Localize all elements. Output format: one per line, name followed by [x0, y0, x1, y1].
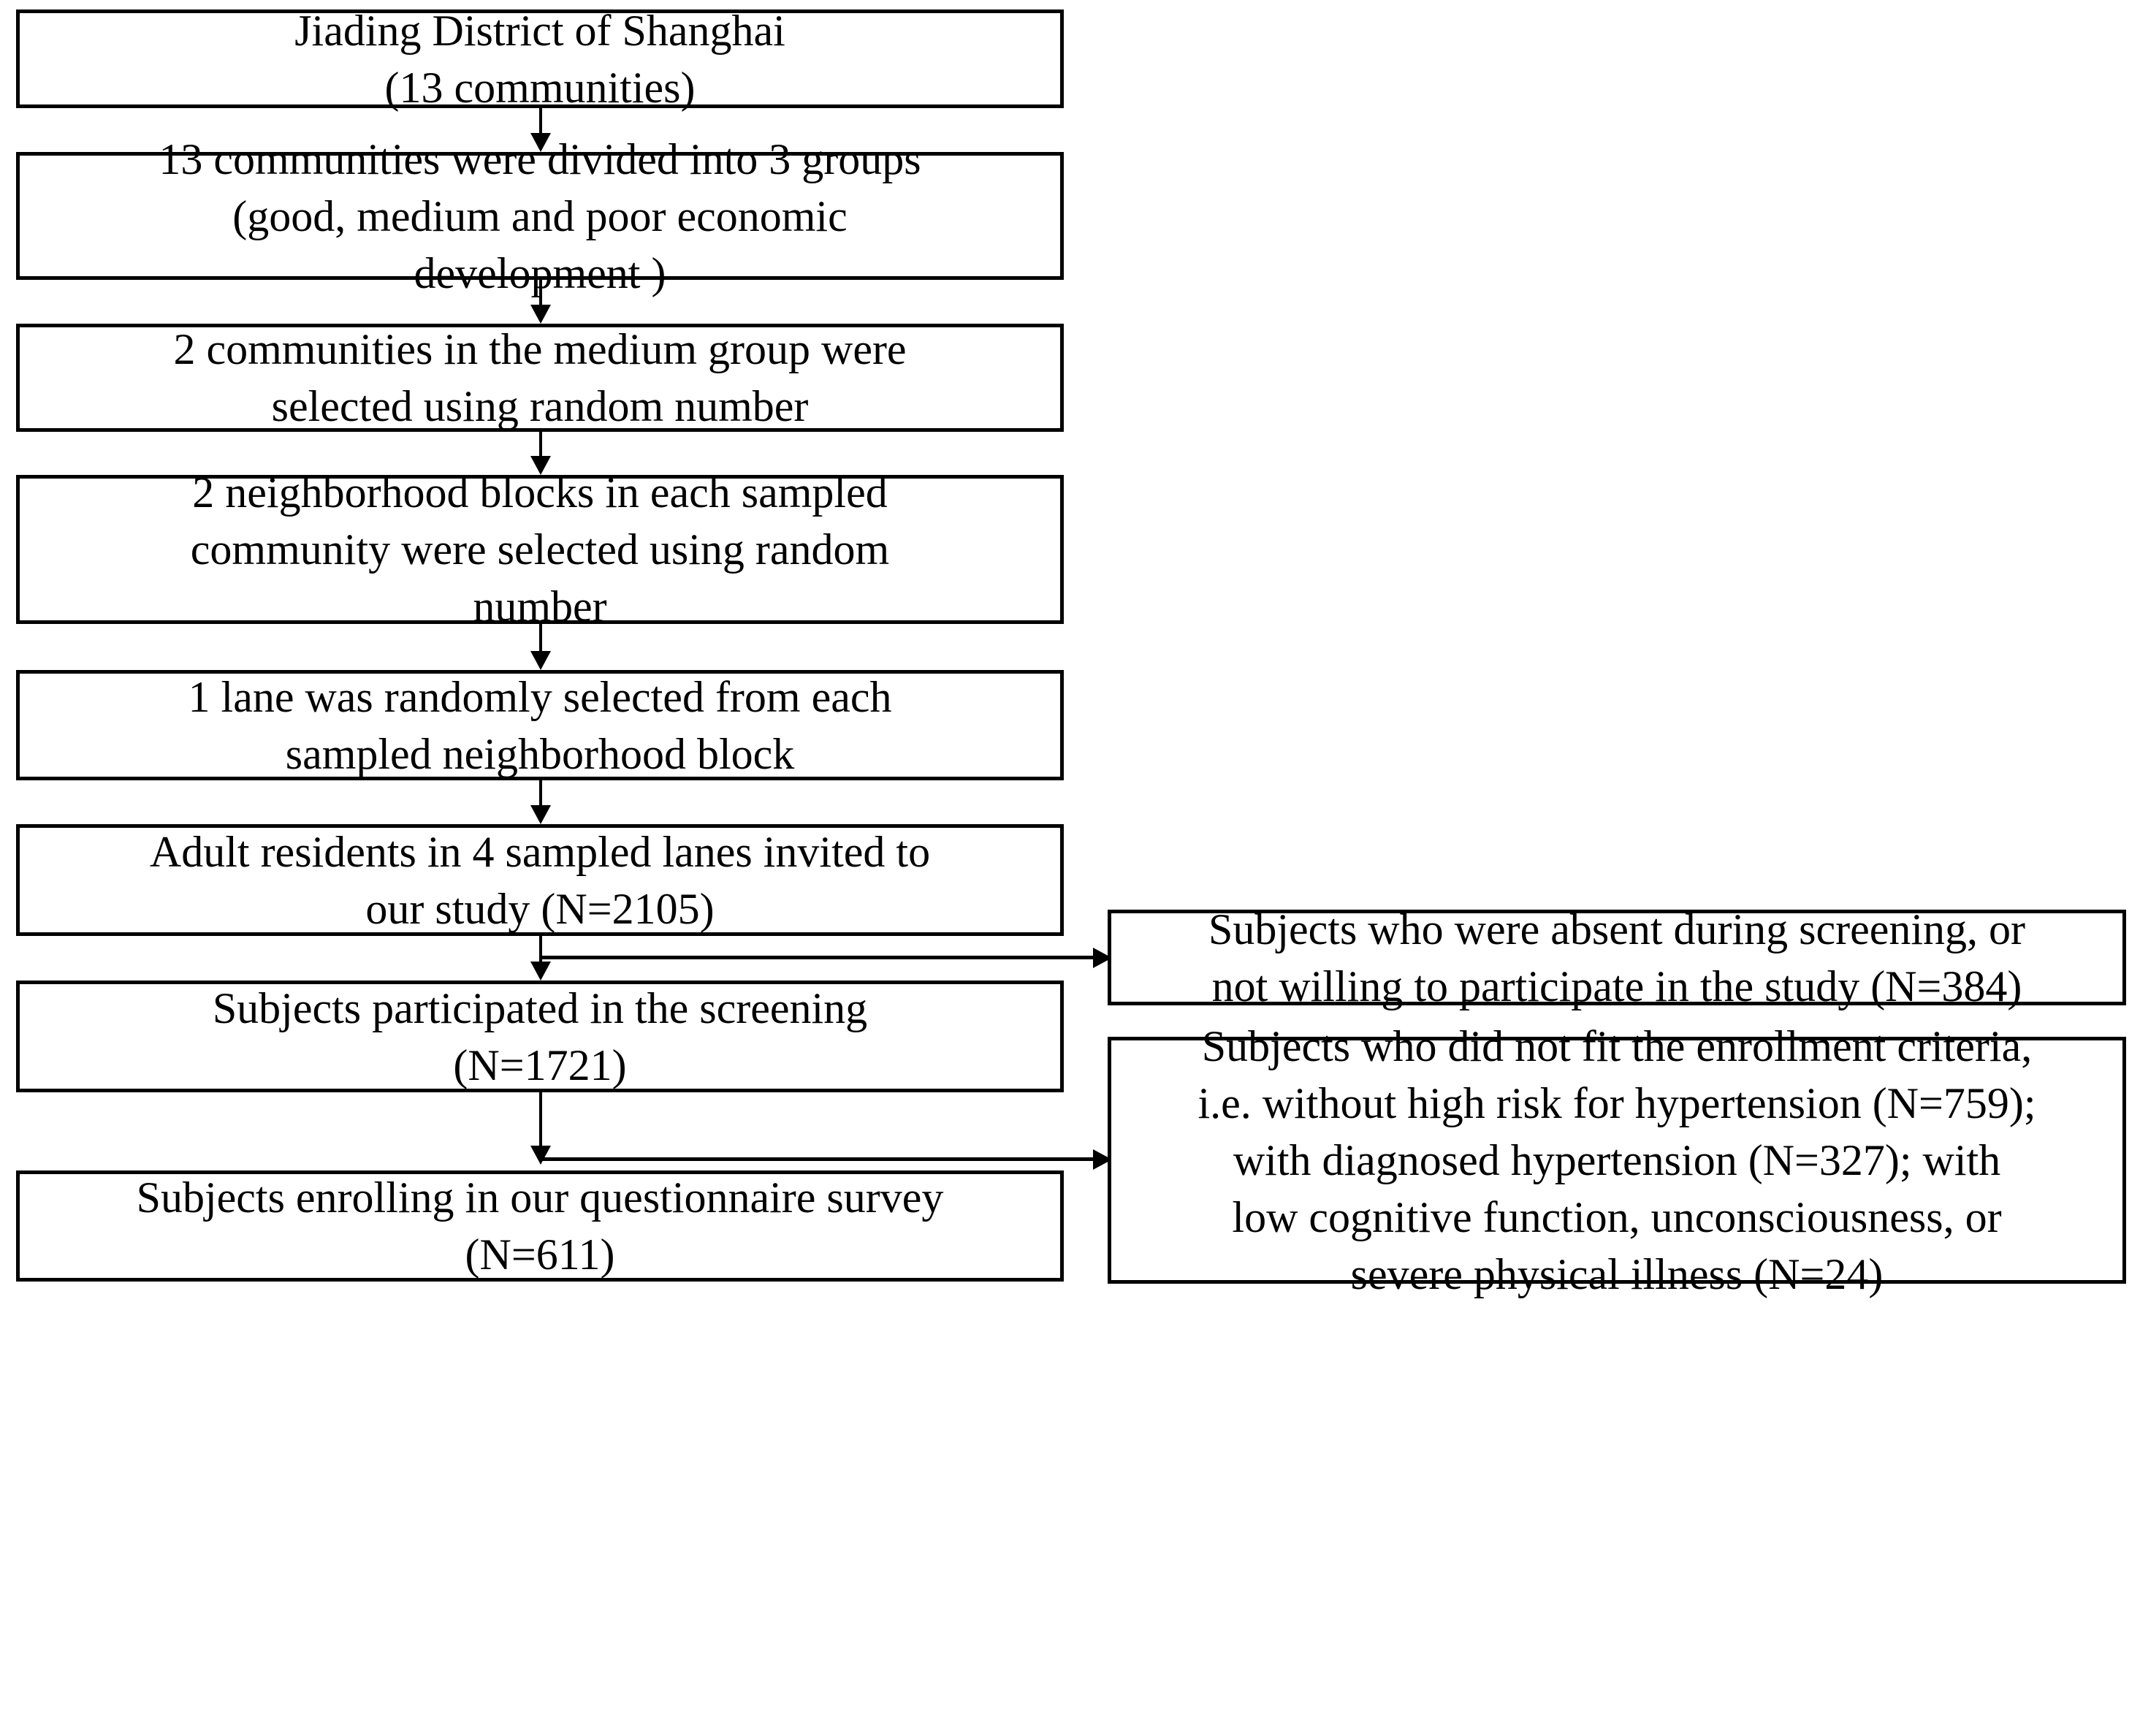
flow-node-groups: 13 communities were divided into 3 group…	[16, 135, 1064, 297]
connector-lane-to-invited-line	[539, 780, 542, 805]
flow-node-neighborhood-blocks: 2 neighborhood blocks in each sampled co…	[16, 468, 1064, 631]
flow-node-invited: Adult residents in 4 sampled lanes invit…	[16, 824, 1064, 936]
connector-lane-to-invited-arrowhead	[530, 805, 551, 824]
connector-blocks-to-lane-line	[539, 624, 542, 651]
exclusion-node-criteria: Subjects who did not fit the enrollment …	[1108, 1022, 2126, 1298]
flow-node-medium-communities: 2 communities in the medium group were s…	[16, 324, 1064, 432]
connector-blocks-to-lane-arrowhead	[530, 651, 551, 670]
connector-screening-to-exclusion-criteria-line	[541, 1157, 1097, 1161]
flow-node-groups-label: 13 communities were divided into 3 group…	[159, 134, 921, 297]
flow-node-invited-label: Adult residents in 4 sampled lanes invit…	[149, 827, 931, 933]
flow-node-screening-label: Subjects participated in the screening (…	[212, 983, 868, 1089]
connector-medium-to-blocks-arrowhead	[530, 456, 551, 475]
exclusion-node-criteria-label: Subjects who did not fit the enrollment …	[1197, 1022, 2036, 1298]
flow-node-lane: 1 lane was randomly selected from each s…	[16, 670, 1064, 780]
connector-district-to-groups-arrowhead	[530, 133, 551, 152]
flow-node-enrolled-label: Subjects enrolling in our questionnaire …	[136, 1173, 944, 1279]
flow-node-neighborhood-blocks-label: 2 neighborhood blocks in each sampled co…	[190, 468, 890, 631]
flow-node-district-label: Jiading District of Shanghai (13 communi…	[294, 6, 785, 112]
flow-node-lane-label: 1 lane was randomly selected from each s…	[188, 672, 892, 778]
flow-node-district: Jiading District of Shanghai (13 communi…	[16, 7, 1064, 112]
connector-medium-to-blocks-line	[539, 432, 542, 456]
connector-invited-to-screening-line	[539, 936, 542, 962]
connector-groups-to-medium-line	[539, 280, 542, 305]
flow-node-screening: Subjects participated in the screening (…	[16, 981, 1064, 1092]
flow-node-medium-communities-label: 2 communities in the medium group were s…	[173, 325, 907, 430]
connector-screening-to-enrolled-line	[539, 1092, 542, 1146]
connector-invited-to-exclusion-absent-line	[541, 956, 1097, 959]
exclusion-node-absent-label: Subjects who were absent during screenin…	[1208, 905, 2026, 1010]
connector-invited-to-screening-arrowhead	[530, 962, 551, 981]
flow-node-enrolled: Subjects enrolling in our questionnaire …	[16, 1170, 1064, 1282]
connector-groups-to-medium-arrowhead	[530, 305, 551, 324]
exclusion-node-absent: Subjects who were absent during screenin…	[1108, 905, 2126, 1010]
connector-screening-to-enrolled-arrowhead	[530, 1146, 551, 1165]
connector-district-to-groups-line	[539, 108, 542, 133]
